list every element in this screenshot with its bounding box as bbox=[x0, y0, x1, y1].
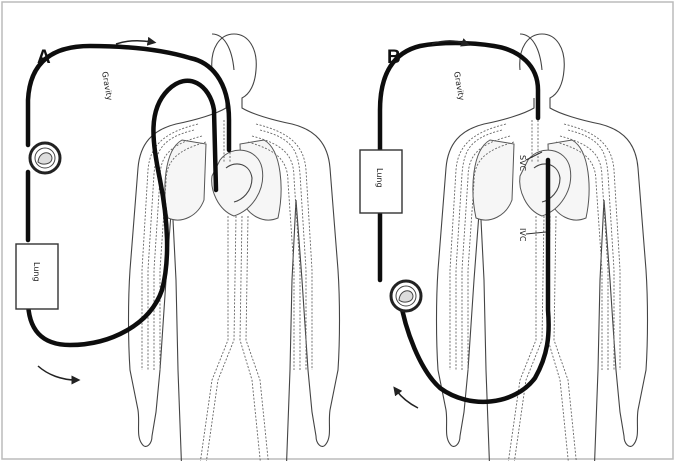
flow-arrow-bottom-b bbox=[396, 390, 418, 408]
lung-label-b: Lung bbox=[375, 168, 384, 188]
panel-label-b: B bbox=[387, 47, 401, 68]
gravity-label-b: Gravity bbox=[452, 71, 466, 102]
panel-a: Lung A Gravity bbox=[16, 34, 340, 461]
gravity-label-a: Gravity bbox=[100, 71, 114, 102]
svc-label: SVC bbox=[518, 155, 527, 172]
pump-a bbox=[30, 143, 60, 173]
lung-label-a: Lung bbox=[32, 262, 41, 282]
panel-b: Lung B Gravity SVC IVC bbox=[360, 34, 648, 461]
pump-b bbox=[391, 281, 421, 311]
ivc-label: IVC bbox=[518, 228, 527, 242]
drainage-tube-a bbox=[28, 46, 229, 150]
panel-label-a: A bbox=[37, 47, 51, 68]
flow-arrow-bottom-a bbox=[38, 366, 76, 380]
flow-arrow-top-a bbox=[116, 41, 152, 44]
body-outline-b bbox=[437, 34, 648, 461]
